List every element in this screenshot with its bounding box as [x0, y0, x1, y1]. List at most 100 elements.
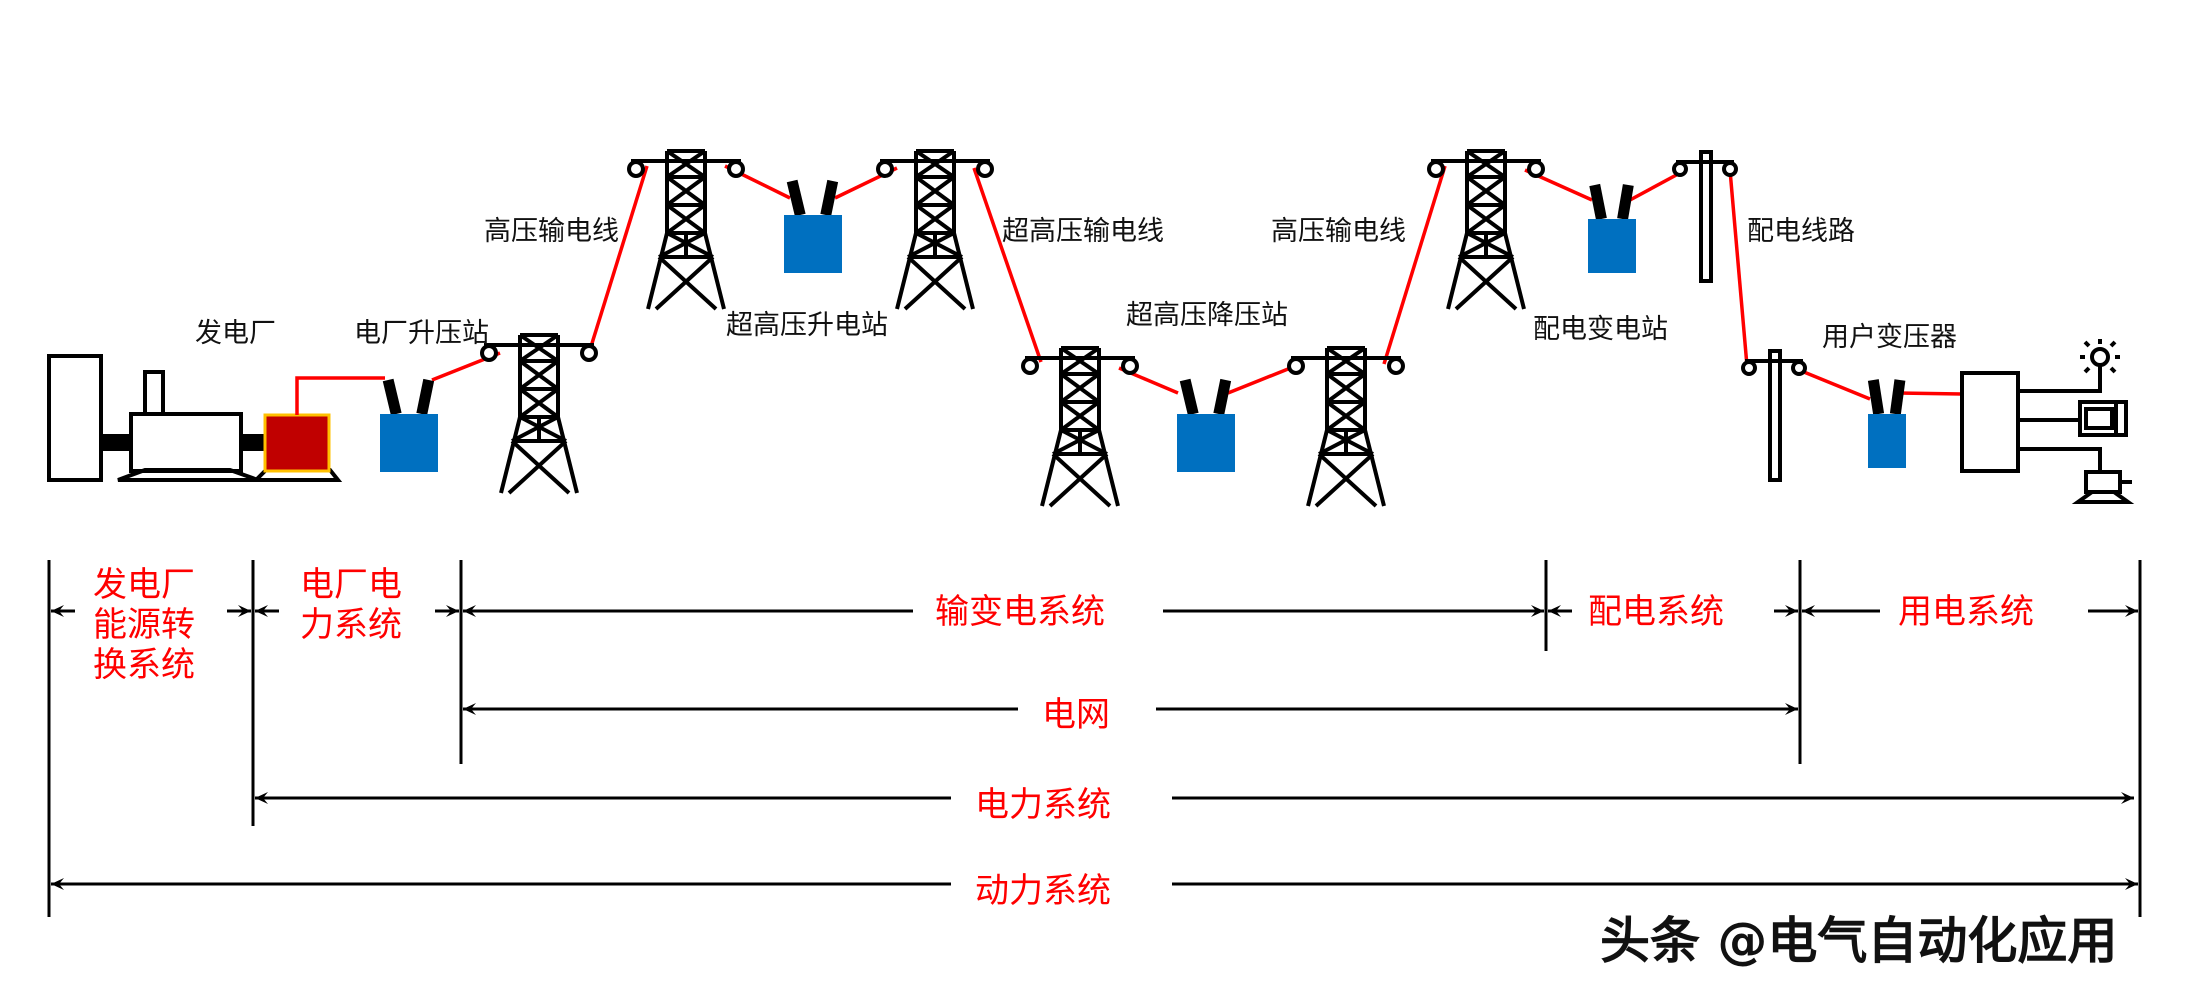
span-label: 配电系统 [1588, 592, 1724, 632]
tower-lattice [499, 333, 579, 495]
label-distribution-line: 配电线路 [1747, 216, 1855, 247]
tower-plant-output [480, 333, 598, 495]
insulator-right [727, 160, 745, 178]
transformer-body [1868, 414, 1906, 468]
turbine-housing [47, 354, 103, 482]
insulator-left [1741, 360, 1757, 376]
pole-shaft [1699, 150, 1713, 283]
monitor-icon [2078, 400, 2128, 437]
bushing-left [1867, 379, 1885, 415]
wire-segment [1728, 169, 1749, 367]
wire-segment [1798, 368, 1871, 401]
insulator-right [1527, 160, 1545, 178]
pole-user-service [1741, 349, 1807, 482]
power-plant [47, 354, 343, 482]
engine-base [117, 468, 259, 482]
pole-distribution-line [1672, 150, 1738, 283]
span-consumption: 用电系统 [1802, 592, 2138, 632]
span-label: 换系统 [93, 645, 195, 685]
transmission-towers [480, 149, 1545, 508]
bushing-right [416, 378, 435, 416]
engine-chimney [143, 370, 165, 416]
wire-segment [1900, 391, 1963, 396]
bushing-right [1617, 184, 1634, 220]
tower-hv-2 [1287, 346, 1405, 508]
label-plant-step-up: 电厂升压站 [354, 318, 489, 349]
span-label: 电网 [1042, 695, 1110, 735]
span-motive-power-system: 动力系统 [51, 871, 2138, 911]
transformers [380, 179, 1906, 472]
label-ehv-step-down: 超高压降压站 [1126, 300, 1288, 331]
bushing-left [786, 179, 806, 217]
transformer-ehv-step-up [784, 179, 842, 273]
shaft-right [241, 434, 265, 451]
distribution-poles [1672, 150, 1807, 482]
bushing-right [1889, 379, 1906, 415]
insulator-right [1387, 357, 1405, 375]
engine-body [129, 412, 243, 473]
transformer-user [1867, 379, 1906, 468]
transformer-body [380, 414, 438, 472]
consumer-loads [1960, 339, 2135, 504]
transformer-plant-step-up [380, 378, 438, 472]
tower-hv-3 [1427, 149, 1545, 311]
transformer-body [1177, 414, 1235, 472]
span-label: 用电系统 [1898, 592, 2034, 632]
tower-hv-1 [627, 149, 745, 311]
insulator-right [976, 160, 994, 178]
transformer-distribution [1588, 183, 1636, 273]
distribution-panel [1960, 371, 2020, 473]
wire-segment [1382, 165, 1447, 365]
wire-segment [587, 165, 649, 354]
span-label: 能源转 [93, 605, 195, 645]
tower-lattice [1306, 346, 1386, 508]
insulator-right [580, 344, 598, 362]
watermark: 头条 @电气自动化应用 [1600, 912, 2117, 970]
bushing-left [1179, 378, 1199, 416]
insulator-left [876, 160, 894, 178]
insulator-left [1672, 161, 1688, 177]
panel-feeder-lamp [2018, 357, 2102, 393]
transformer-body [784, 215, 842, 273]
span-label: 电厂电 [300, 565, 402, 605]
label-distribution-substation: 配电变电站 [1533, 314, 1668, 345]
tower-lattice [895, 149, 975, 311]
span-label: 动力系统 [975, 871, 1111, 911]
lamp-icon [2080, 339, 2120, 374]
span-distribution: 配电系统 [1548, 592, 1798, 632]
tower-lattice [1446, 149, 1526, 311]
bushing-left [1589, 183, 1607, 221]
tower-ehv-1 [876, 149, 994, 311]
span-label: 力系统 [300, 605, 402, 645]
transformer-ehv-step-down [1177, 378, 1235, 472]
shaft-left [101, 434, 131, 451]
label-hv-line-1: 高压输电线 [484, 216, 619, 247]
bushing-right [820, 179, 839, 217]
span-label: 电力系统 [975, 785, 1111, 825]
panel-feeder-motor [2018, 447, 2102, 472]
tower-lattice [646, 149, 726, 311]
label-ehv-step-up: 超高压升电站 [726, 310, 888, 341]
insulator-right [1722, 161, 1738, 177]
span-label: 输变电系统 [935, 592, 1105, 632]
insulator-right [1121, 357, 1139, 375]
label-ehv-line: 超高压输电线 [1002, 216, 1164, 247]
tower-lattice [1040, 346, 1120, 508]
insulator-left [1427, 160, 1445, 178]
label-hv-line-2: 高压输电线 [1271, 216, 1406, 247]
tower-ehv-2 [1021, 346, 1139, 508]
motor-icon [2071, 470, 2135, 504]
wire-segment [1629, 171, 1681, 202]
insulator-left [1021, 357, 1039, 375]
label-power-plant: 发电厂 [195, 318, 276, 349]
span-power-system: 电力系统 [255, 785, 2134, 825]
transformer-body [1588, 219, 1636, 273]
span-label: 发电厂 [93, 565, 195, 605]
insulator-right [1791, 360, 1807, 376]
insulator-left [627, 160, 645, 178]
pole-shaft [1768, 349, 1782, 482]
wire-segment [295, 376, 385, 415]
